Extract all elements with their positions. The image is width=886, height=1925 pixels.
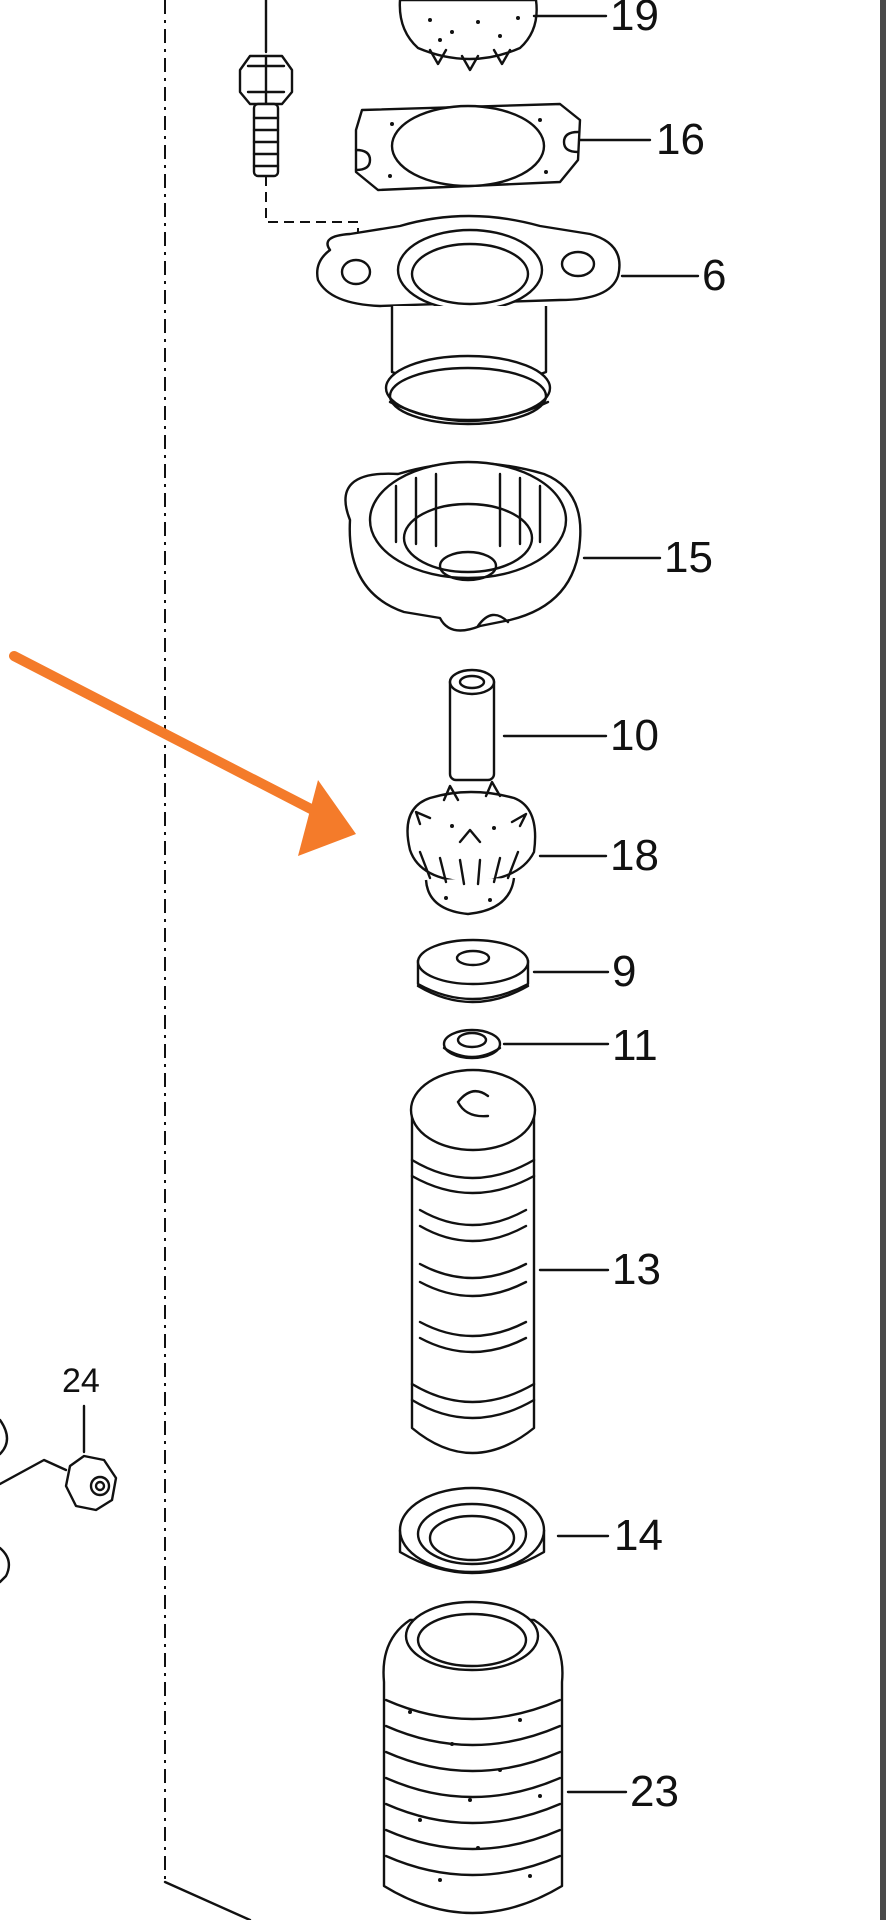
callout-11: 11 — [612, 1021, 658, 1070]
callout-16: 16 — [656, 115, 705, 164]
callout-9: 9 — [612, 947, 636, 996]
highlight-arrow — [9, 651, 356, 856]
part-14-seat — [398, 1486, 546, 1575]
frame-corner-line — [163, 1880, 252, 1922]
callout-10: 10 — [610, 711, 659, 760]
part-10-sleeve — [448, 668, 496, 782]
callout-6: 6 — [702, 251, 726, 300]
callout-19: 19 — [610, 0, 659, 40]
callout-18: 18 — [610, 831, 659, 880]
callout-13: 13 — [612, 1245, 661, 1294]
part-23-dust-boot — [382, 1600, 564, 1915]
part-13-bump-rubber — [409, 1068, 537, 1455]
part-19 — [398, 0, 538, 72]
callout-14: 14 — [614, 1511, 663, 1560]
part-16-gasket — [354, 102, 582, 192]
callout-24: 24 — [62, 1362, 100, 1400]
part-9-washer — [416, 938, 530, 1004]
bolt-part — [238, 0, 359, 262]
part-18-bump-stop — [406, 780, 537, 916]
callout-15: 15 — [664, 533, 713, 582]
callout-23: 23 — [630, 1767, 679, 1816]
right-edge-bar — [880, 0, 886, 1920]
part-6-mount — [316, 214, 621, 426]
part-24-nut — [0, 1404, 118, 1584]
part-11-ring — [442, 1028, 502, 1060]
part-15-bearing — [344, 460, 582, 632]
